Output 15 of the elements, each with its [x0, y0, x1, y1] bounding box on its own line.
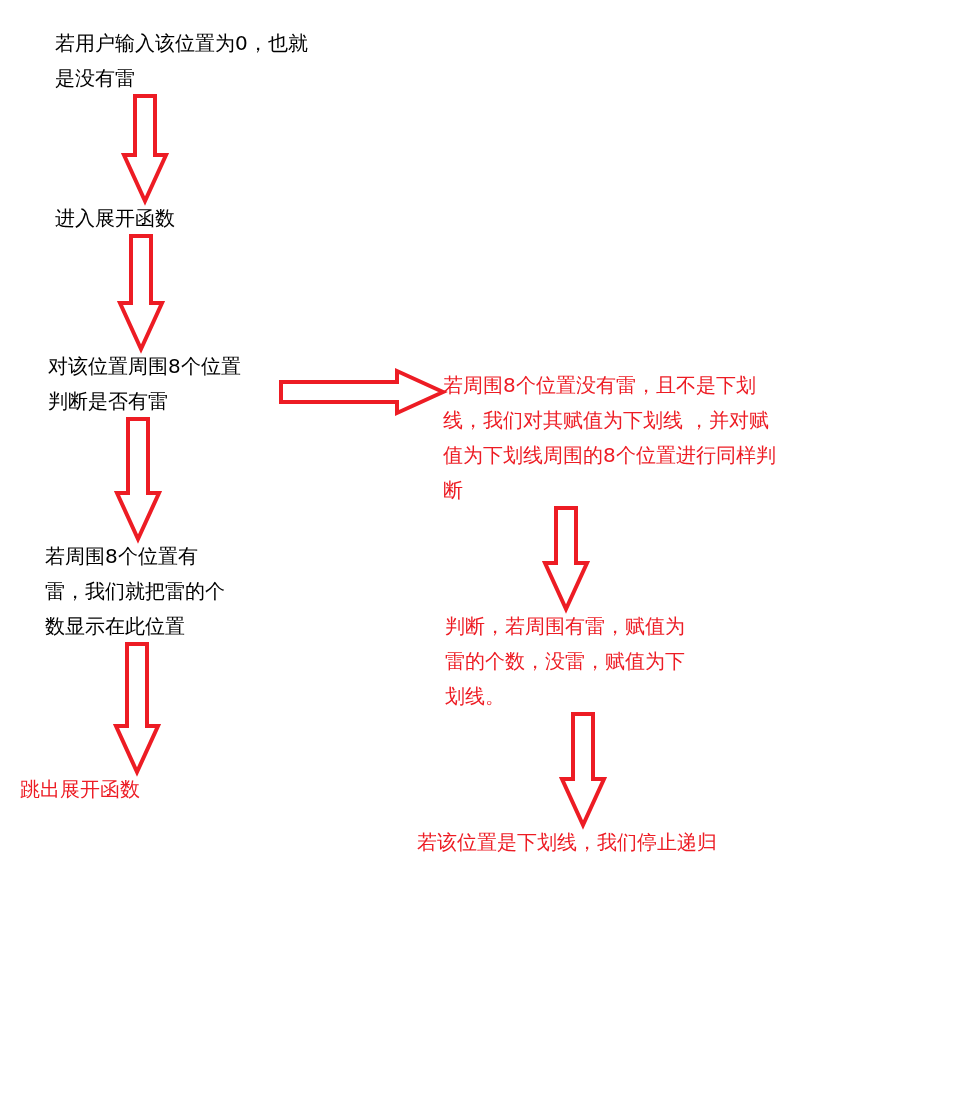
block-arrow: [112, 642, 162, 777]
step-text: 判断，若周围有雷，赋值为雷的个数，没雷，赋值为下划线。: [445, 609, 700, 714]
block-arrow: [558, 712, 608, 830]
step-text: 若周围8个位置有雷，我们就把雷的个数显示在此位置: [45, 539, 235, 644]
step-text: 进入展开函数: [55, 201, 255, 236]
step-text: 若用户输入该位置为0，也就是没有雷: [55, 26, 317, 96]
step-text: 若周围8个位置没有雷，且不是下划线，我们对其赋值为下划线 ，并对赋值为下划线周围的8个位置进行同样判断: [443, 368, 788, 508]
block-arrow: [541, 506, 591, 614]
block-arrow: [279, 367, 448, 417]
block-arrow: [120, 94, 170, 206]
step-text: 若该位置是下划线，我们停止递归: [417, 825, 757, 860]
step-text: 跳出展开函数: [20, 772, 220, 807]
block-arrow: [113, 417, 163, 544]
step-text: 对该位置周围8个位置判断是否有雷: [48, 349, 281, 419]
block-arrow: [116, 234, 166, 354]
